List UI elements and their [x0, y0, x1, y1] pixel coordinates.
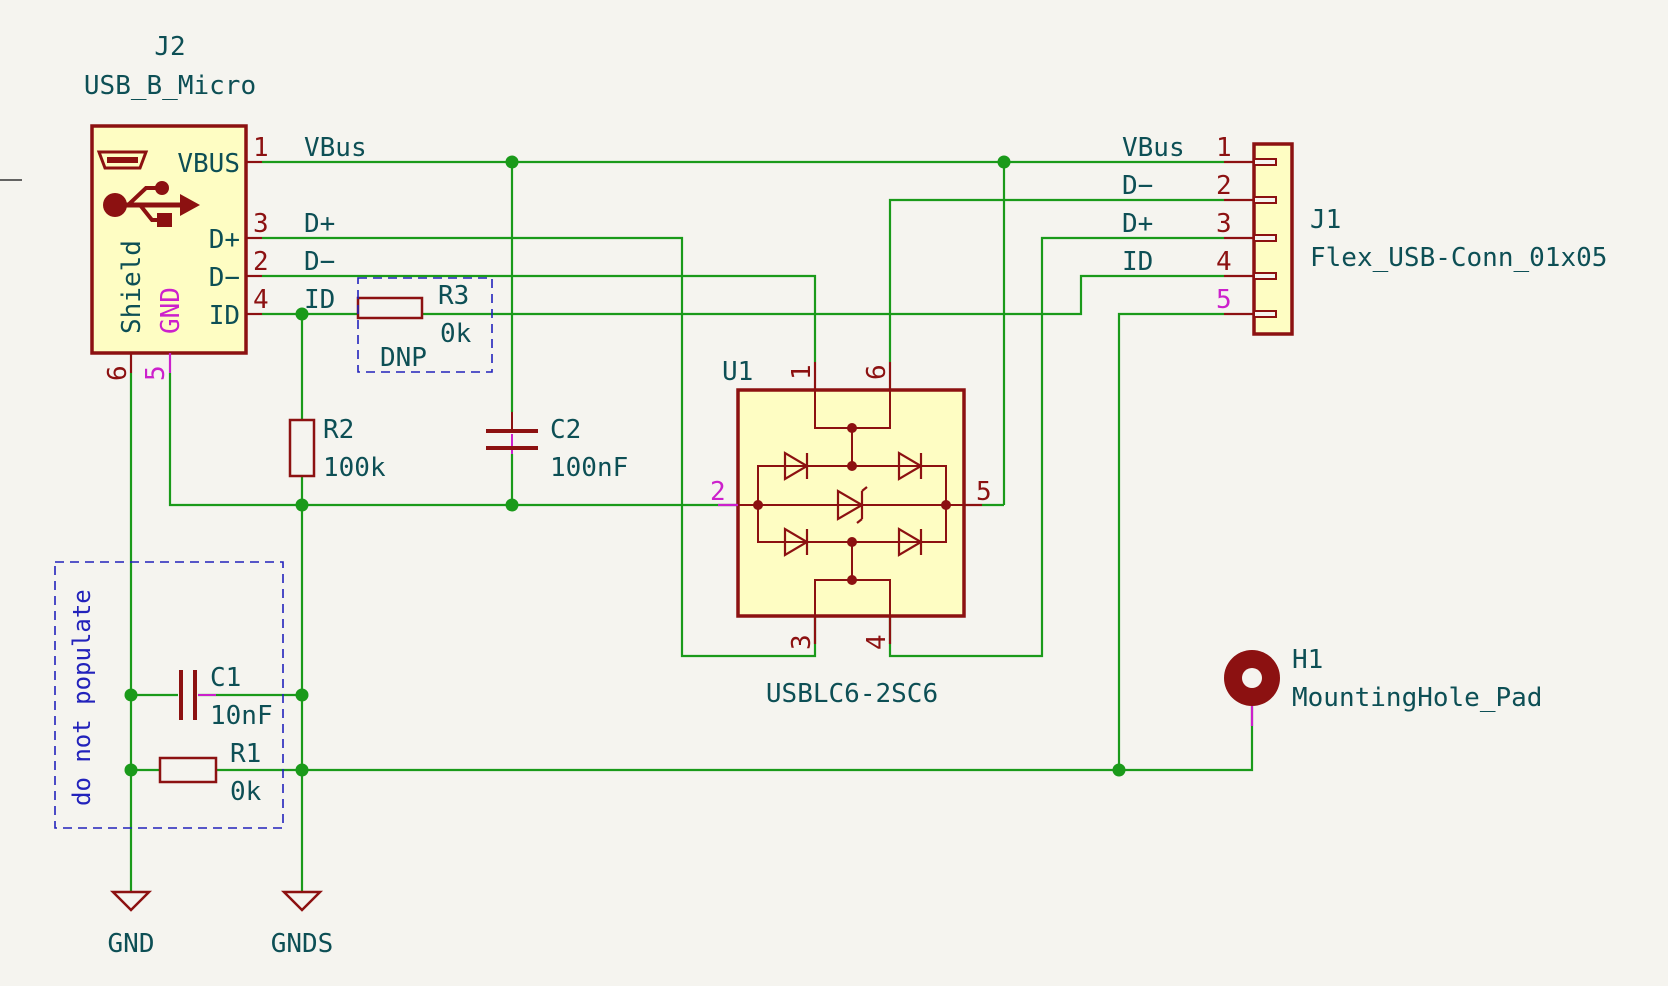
u1-pinnum-1: 1	[787, 364, 817, 380]
junction	[505, 498, 519, 512]
j1-value: Flex_USB-Conn_01x05	[1310, 243, 1607, 273]
wire-j1-pin5	[1117, 312, 1224, 770]
wire-gnds-net	[168, 373, 738, 507]
junction	[295, 763, 309, 777]
j2-ref: J2	[154, 32, 185, 62]
u1-esd-protection[interactable]: 1 6 2 5 3 4 U1 USBLC6-2SC6	[710, 357, 992, 709]
usb-trident-icon	[103, 181, 200, 227]
u1-pinnum-2: 2	[710, 477, 726, 507]
j1-connector[interactable]: VBus D− D+ ID 1 2 3 4 5 J1 Flex_USB-Conn…	[1122, 133, 1607, 336]
j1-pin-3: D+	[1122, 209, 1153, 239]
r2-resistor[interactable]: R2 100k	[288, 415, 386, 483]
r3-ref: R3	[438, 281, 469, 311]
j1-pinnum-3: 3	[1216, 209, 1232, 239]
wire-h1	[302, 706, 1254, 772]
do-not-populate-note: do not populate	[68, 589, 96, 806]
gnds-symbol[interactable]: GNDS	[271, 890, 334, 959]
junction	[505, 155, 519, 169]
wire-dplus-j2	[262, 236, 817, 658]
net-label-id: ID	[304, 285, 335, 315]
r3-resistor[interactable]: R3 0k DNP	[356, 281, 472, 373]
j2-pin-dminus: D−	[209, 263, 240, 293]
j2-pinnum-3: 3	[253, 209, 269, 239]
j2-pinnum-1: 1	[253, 133, 269, 163]
j1-ref: J1	[1310, 205, 1341, 235]
gnd-symbol[interactable]: GND	[108, 890, 155, 959]
dnp-box	[357, 277, 493, 373]
c1-value: 10nF	[210, 701, 273, 731]
u1-pinnum-4: 4	[862, 634, 892, 650]
r3-value: 0k	[440, 319, 472, 349]
c2-value: 100nF	[550, 453, 628, 483]
j1-pinnum-4: 4	[1216, 247, 1232, 277]
j2-pinnum-2: 2	[253, 247, 269, 277]
j2-pin-id: ID	[209, 301, 240, 331]
junctions	[124, 155, 1126, 777]
wire-dminus-j1	[888, 198, 1224, 362]
j2-pin-shield: Shield	[117, 240, 147, 334]
j2-connector[interactable]: VBUS D+ D− ID Shield GND 1 3 2 4 6 5 J2 …	[84, 32, 269, 381]
j1-pin-1: VBus	[1122, 133, 1185, 163]
c1-capacitor[interactable]: C1 10nF	[179, 663, 273, 731]
do-not-populate-box	[54, 561, 284, 829]
usb-receptacle-icon	[96, 150, 149, 170]
junction	[295, 498, 309, 512]
junction	[997, 155, 1011, 169]
j2-pinnum-5: 5	[141, 365, 171, 381]
c1-ref: C1	[210, 663, 241, 693]
junction	[124, 763, 138, 777]
net-label-dplus: D+	[304, 209, 335, 239]
j2-pin-vbus: VBUS	[177, 149, 240, 179]
u1-pinnum-6: 6	[862, 364, 892, 380]
u1-pinnum-5: 5	[976, 477, 992, 507]
r1-resistor[interactable]: R1 0k	[158, 739, 262, 807]
u1-pinnum-3: 3	[787, 634, 817, 650]
r2-ref: R2	[323, 415, 354, 445]
gnds-label: GNDS	[271, 929, 334, 959]
j2-value: USB_B_Micro	[84, 71, 256, 101]
h1-ref: H1	[1292, 645, 1323, 675]
r2-value: 100k	[323, 453, 386, 483]
junction	[295, 307, 309, 321]
j1-pinnum-2: 2	[1216, 171, 1232, 201]
h1-value: MountingHole_Pad	[1292, 683, 1542, 713]
j1-pinnum-5: 5	[1216, 285, 1232, 315]
r1-ref: R1	[230, 739, 261, 769]
j2-pinnum-4: 4	[253, 285, 269, 315]
u1-ref: U1	[722, 357, 753, 387]
gnd-label: GND	[108, 929, 155, 959]
net-label-dminus: D−	[304, 247, 335, 277]
junction	[124, 688, 138, 702]
c2-capacitor[interactable]: C2 100nF	[486, 412, 628, 483]
r1-value: 0k	[230, 777, 262, 807]
h1-mounting-hole[interactable]: H1 MountingHole_Pad	[1224, 645, 1542, 726]
junction	[295, 688, 309, 702]
j1-pin-2: D−	[1122, 171, 1153, 201]
j1-pinnum-1: 1	[1216, 133, 1232, 163]
j2-pinnum-6: 6	[103, 365, 133, 381]
junction	[1112, 763, 1126, 777]
c2-ref: C2	[550, 415, 581, 445]
wires	[129, 160, 1254, 892]
wire-id	[262, 274, 1224, 316]
wire-dminus-j2	[262, 274, 817, 362]
u1-value: USBLC6-2SC6	[766, 679, 938, 709]
net-label-vbus: VBus	[304, 133, 367, 163]
j2-body	[90, 124, 248, 355]
j2-pin-dplus: D+	[209, 225, 240, 255]
j2-pin-gnd: GND	[156, 287, 186, 334]
j1-pin-4: ID	[1122, 247, 1153, 277]
r3-note: DNP	[380, 343, 427, 373]
